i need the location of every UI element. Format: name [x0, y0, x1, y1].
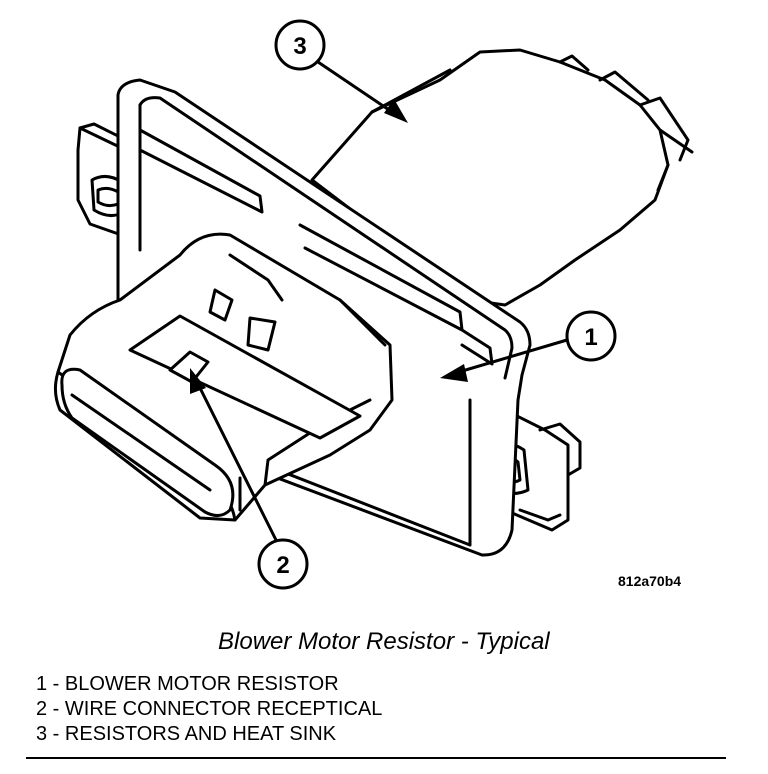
callout-number-2: 2 — [276, 552, 289, 579]
arrowhead-1 — [440, 364, 468, 382]
callout-number-3: 3 — [293, 33, 306, 60]
figure-caption: Blower Motor Resistor - Typical — [218, 628, 550, 655]
legend-item: 1 - BLOWER MOTOR RESISTOR — [36, 672, 382, 697]
legend-number: 2 — [36, 698, 48, 720]
legend-number: 1 — [36, 673, 48, 695]
leader-line-3 — [316, 60, 400, 118]
callout-bubble-3 — [274, 19, 326, 71]
legend-separator: - — [47, 723, 65, 745]
legend-text: RESISTORS AND HEAT SINK — [64, 723, 337, 745]
legend-separator: - — [47, 698, 65, 720]
callout-number-1: 1 — [584, 324, 597, 351]
leader-line-2 — [194, 378, 278, 542]
callout-bubble-2 — [257, 538, 309, 590]
legend-separator: - — [47, 673, 65, 695]
legend-text: BLOWER MOTOR RESISTOR — [64, 673, 339, 695]
legend-number: 3 — [36, 723, 48, 745]
arrowhead-2 — [190, 368, 206, 394]
legend-item: 3 - RESISTORS AND HEAT SINK — [36, 722, 382, 747]
blower-motor-resistor-illustration: 3 1 2 — [53, 19, 694, 590]
arrowhead-3 — [384, 99, 408, 123]
bottom-rule — [26, 757, 726, 759]
wire-connector-receptacle — [53, 232, 394, 522]
legend-item: 2 - WIRE CONNECTOR RECEPTICAL — [36, 697, 382, 722]
callout-bubble-1 — [565, 310, 617, 362]
leader-line-1 — [450, 338, 569, 376]
figure-code: 812a70b4 — [618, 573, 682, 589]
callout-legend: 1 - BLOWER MOTOR RESISTOR 2 - WIRE CONNE… — [36, 672, 382, 747]
legend-text: WIRE CONNECTOR RECEPTICAL — [64, 698, 383, 720]
